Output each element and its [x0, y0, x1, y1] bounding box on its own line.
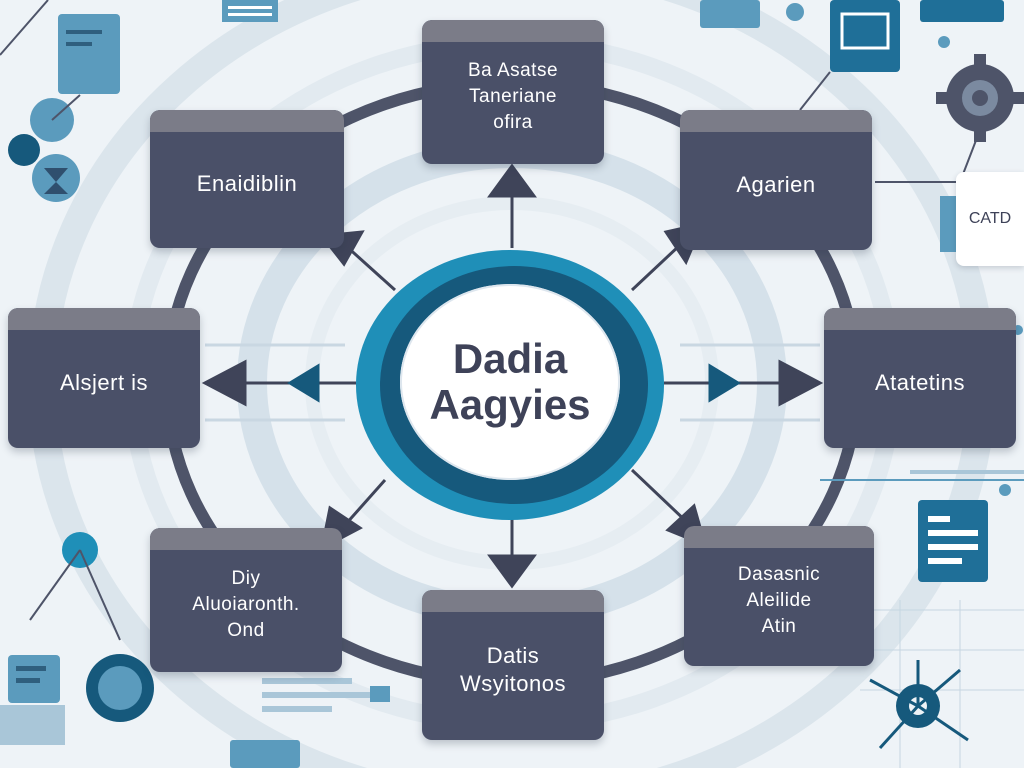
node-bottom-left-line2: Aluoiaronth.	[192, 594, 300, 615]
node-top-line2: Taneriane	[469, 86, 557, 107]
node-left-label: Alsjert is	[59, 370, 149, 395]
gear-icon	[936, 54, 1024, 142]
node-bottom-right[interactable]: Dasasnic Aleilide Atin	[684, 526, 874, 666]
node-bottom-right-line2: Aleilide	[746, 590, 812, 611]
node-bottom-left-line3: Ond	[227, 620, 265, 641]
center-title-line1: Dadia	[452, 335, 568, 382]
decor-right	[700, 0, 1024, 768]
node-right-label: Atatetins	[874, 370, 966, 395]
node-top[interactable]: Ba Asatse Taneriane ofira	[422, 20, 604, 164]
node-bottom-line2: Wsyitonos	[460, 671, 566, 696]
node-bottom-line1: Datis	[486, 643, 540, 668]
node-bottom-right-line1: Dasasnic	[737, 564, 821, 585]
node-bottom-right-line3: Atin	[761, 616, 797, 637]
node-right[interactable]: Atatetins	[824, 308, 1016, 448]
decor-left	[0, 0, 390, 768]
node-top-right[interactable]: Agarien	[680, 110, 872, 250]
node-top-left-label: Enaidiblin	[196, 171, 298, 196]
center-node[interactable]: Dadia Aagyies	[400, 284, 620, 480]
background-lines	[205, 343, 820, 422]
node-top-right-label: Agarien	[736, 172, 816, 197]
node-top-line3: ofira	[493, 112, 533, 133]
side-card: CATD	[956, 172, 1024, 266]
center-title-line2: Aagyies	[429, 381, 591, 428]
node-bottom-left[interactable]: Diy Aluoiaronth. Ond	[150, 528, 342, 672]
node-top-line1: Ba Asatse	[467, 60, 559, 81]
side-card-label: CATD	[968, 210, 1012, 227]
node-top-left[interactable]: Enaidiblin	[150, 110, 344, 248]
node-left[interactable]: Alsjert is	[8, 308, 200, 448]
network-hub-icon	[869, 660, 969, 750]
node-bottom-left-line1: Diy	[231, 568, 261, 589]
node-bottom[interactable]: Datis Wsyitonos	[422, 590, 604, 740]
